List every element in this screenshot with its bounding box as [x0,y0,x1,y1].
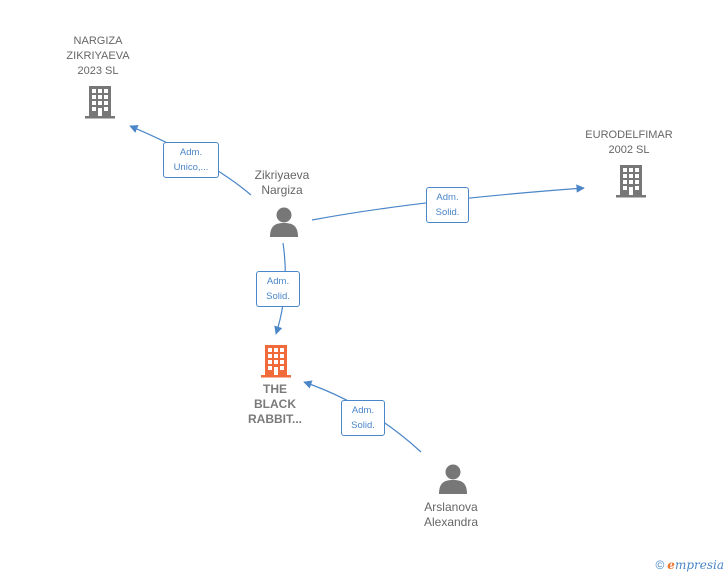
building-icon[interactable] [85,86,115,119]
building-icon[interactable] [261,345,291,378]
node-label-zikriyaeva-nargiza[interactable]: Zikriyaeva Nargiza [254,168,310,197]
edge-label-line: Unico,... [173,162,209,173]
edge-label-adm-solid-arslanova: Adm. Solid. [341,400,385,436]
node-label-the-black-rabbit[interactable]: THE BLACK RABBIT... [248,382,302,426]
edge-label-line: Solid. [351,420,375,431]
copyright-icon: © [655,558,665,572]
node-label-nargiza-zikriyaeva-2023-sl[interactable]: NARGIZA ZIKRIYAEVA 2023 SL [66,35,130,77]
person-icon[interactable] [439,464,467,495]
edge-label-line: Solid. [266,291,290,302]
edge-label-line: Adm. [436,192,459,203]
edge-label-line: Adm. [266,276,290,287]
edge-label-line: Adm. [179,147,203,158]
empresia-logo: empresia [667,558,724,572]
node-label-eurodelfimar-2002-sl[interactable]: EURODELFIMAR 2002 SL [585,129,673,156]
edge-label-line: Solid. [435,207,460,218]
edge-label-line: Adm. [351,405,375,416]
person-icon[interactable] [270,207,298,238]
building-icon[interactable] [616,165,646,198]
edge-label-adm-solid-eurodelfimar: Adm. Solid. [426,187,469,223]
empresia-watermark[interactable]: © empresia [655,558,724,572]
edge-label-adm-solid-black-rabbit: Adm. Solid. [256,271,300,307]
edge-label-adm-unico: Adm. Unico,... [163,142,219,178]
brand-rest: mpresia [674,558,724,572]
node-label-arslanova-alexandra[interactable]: Arslanova Alexandra [423,500,479,529]
brand-initial: e [667,558,675,572]
